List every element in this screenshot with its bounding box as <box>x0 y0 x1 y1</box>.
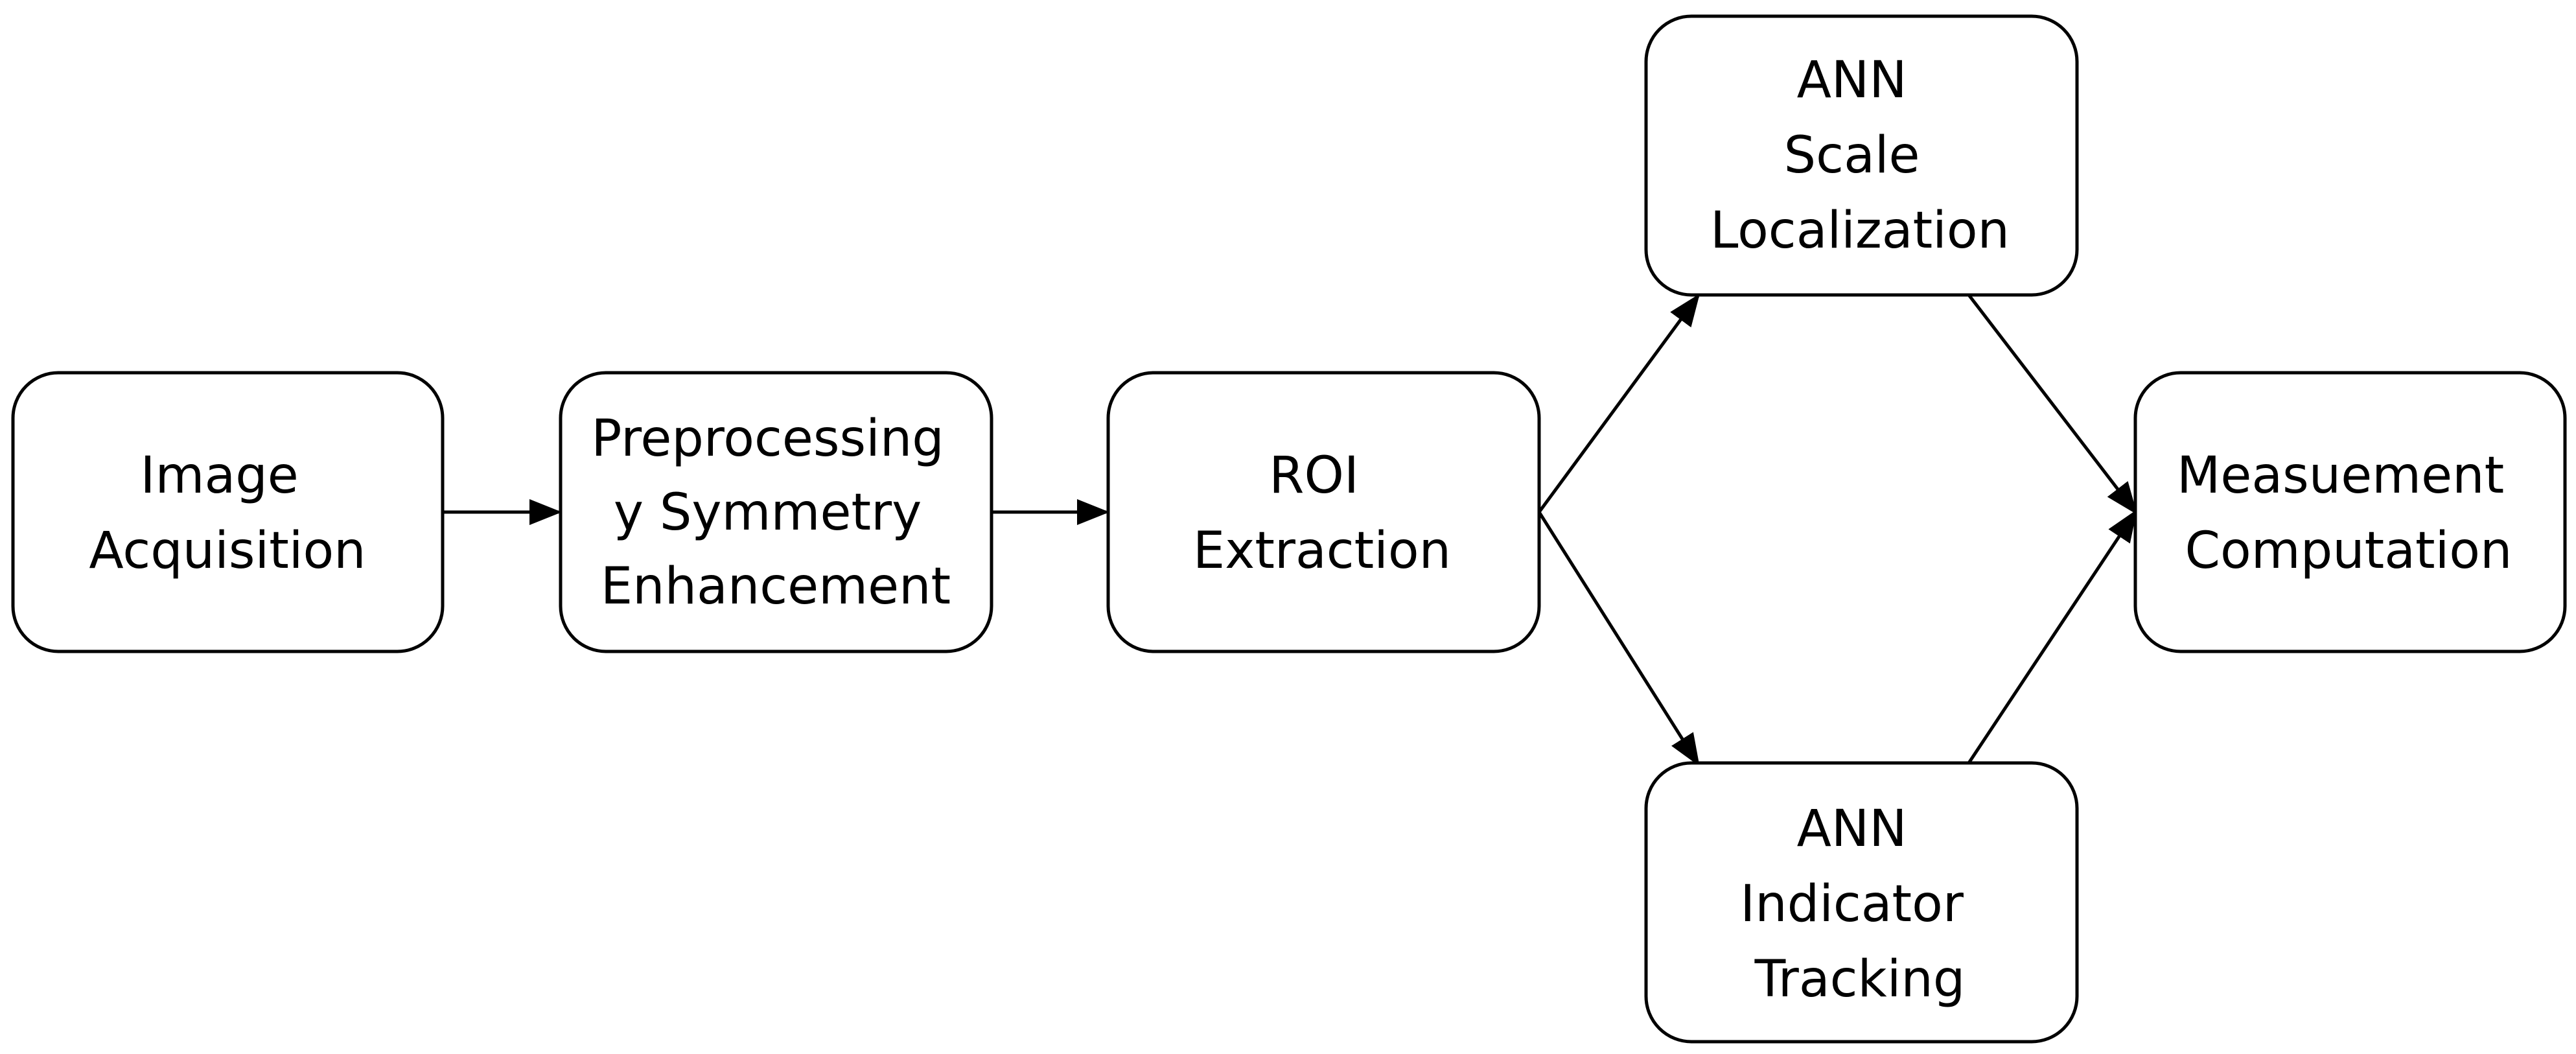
node-label-line: Image <box>140 447 298 505</box>
node-label-line: Tracking <box>1754 950 1966 1009</box>
node-box <box>1644 14 2079 297</box>
node-label-line: Localization <box>1710 202 2010 260</box>
node-label: ANN Scale Localization <box>1710 51 2010 260</box>
node-label-line: Scale <box>1784 126 1920 185</box>
node-label-line: ROI <box>1269 447 1359 505</box>
node-image-acquisition: Image Acquisition <box>11 371 445 653</box>
node-box <box>559 371 993 653</box>
node-label: Image Acquisition <box>89 447 366 580</box>
node-ann-indicator: ANN Indicator Tracking <box>1644 761 2079 1044</box>
node-label-line: Extraction <box>1193 522 1451 580</box>
node-label: Preprocessing y Symmetry Enhancement <box>591 410 960 616</box>
node-label-line: ANN <box>1797 51 1907 110</box>
node-box <box>11 371 445 653</box>
node-label: Measuement Computation <box>2177 447 2520 580</box>
node-box <box>2133 371 2567 653</box>
node-label-line: Enhancement <box>601 557 951 616</box>
node-label-line: Acquisition <box>89 522 366 580</box>
node-label-line: Indicator <box>1740 875 1964 933</box>
node-label-line: Preprocessing <box>591 410 944 468</box>
node-label-line: y Symmetry <box>614 484 922 542</box>
node-label: ROI Extraction <box>1193 447 1451 580</box>
node-measurement: Measuement Computation <box>2133 371 2567 653</box>
node-preprocessing: Preprocessing y Symmetry Enhancement <box>559 371 993 653</box>
edge-roi-extraction-to-ann-scale <box>1537 293 1700 513</box>
node-roi-extraction: ROI Extraction <box>1106 371 1541 653</box>
node-ann-scale: ANN Scale Localization <box>1644 14 2079 297</box>
edges <box>443 293 2138 767</box>
node-box <box>1106 371 1541 653</box>
edge-ann-indicator-to-measurement <box>1967 509 2137 764</box>
node-label-line: Measuement <box>2177 447 2504 505</box>
node-label-line: Computation <box>2185 522 2512 580</box>
edge-roi-extraction-to-ann-indicator <box>1537 511 1700 767</box>
node-label-line: ANN <box>1797 800 1907 858</box>
node-box <box>1644 761 2079 1044</box>
node-label: ANN Indicator Tracking <box>1740 800 1979 1009</box>
edge-ann-scale-to-measurement <box>1967 294 2138 515</box>
